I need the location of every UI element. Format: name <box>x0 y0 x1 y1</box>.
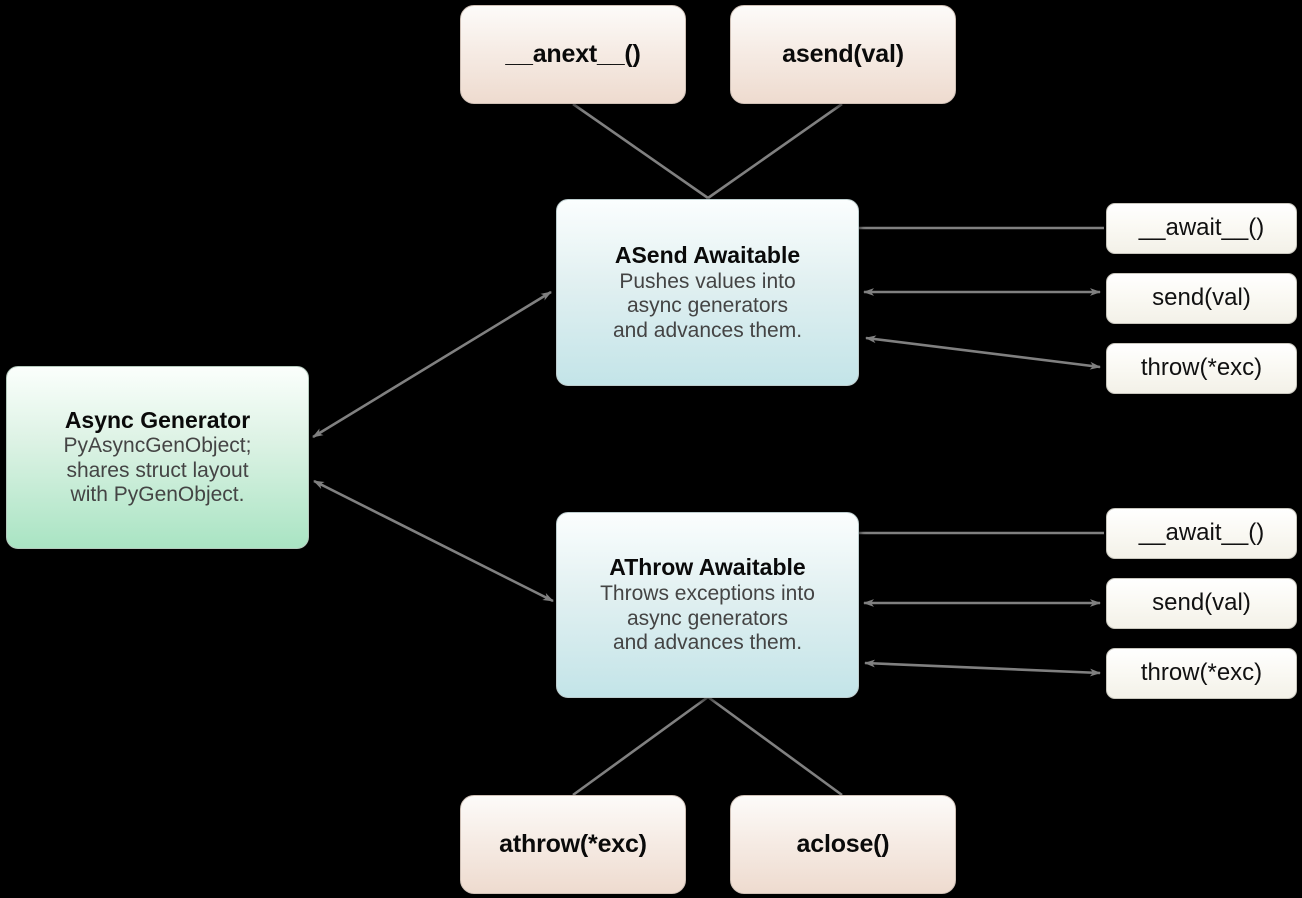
edge-athrow-throw <box>864 659 1101 677</box>
node-asend-await-slot-label: __await__() <box>1138 214 1265 242</box>
node-asend-throw-slot[interactable]: throw(*exc) <box>1106 343 1297 394</box>
node-athrow-awaitable-title: AThrow Awaitable <box>609 554 806 581</box>
node-asend-send-slot[interactable]: send(val) <box>1106 273 1297 324</box>
node-anext-method-label: __anext__() <box>505 39 641 68</box>
edge-asend-to-asend <box>707 102 843 200</box>
node-asend-awaitable-title: ASend Awaitable <box>614 241 801 268</box>
node-async-generator[interactable]: Async Generator PyAsyncGenObject; shares… <box>6 366 309 549</box>
node-asend-method-label: asend(val) <box>782 39 904 68</box>
node-athrow-method[interactable]: athrow(*exc) <box>460 795 686 894</box>
node-async-generator-desc-3: with PyGenObject. <box>70 483 245 507</box>
node-athrow-send-slot[interactable]: send(val) <box>1106 578 1297 629</box>
edge-generator-asend <box>312 290 552 439</box>
node-athrow-awaitable[interactable]: AThrow Awaitable Throws exceptions into … <box>556 512 859 698</box>
node-asend-send-slot-label: send(val) <box>1152 284 1251 312</box>
edge-athrow-to-athrow-method <box>572 695 709 797</box>
node-asend-throw-slot-label: throw(*exc) <box>1140 354 1263 382</box>
node-asend-method[interactable]: asend(val) <box>730 5 956 104</box>
node-athrow-throw-slot[interactable]: throw(*exc) <box>1106 648 1297 699</box>
node-athrow-awaitable-desc-2: async generators <box>626 606 789 630</box>
node-aclose-method-label: aclose() <box>796 829 890 858</box>
node-athrow-await-slot-label: __await__() <box>1138 519 1265 547</box>
node-athrow-awaitable-desc-3: and advances them. <box>612 631 803 655</box>
node-aclose-method[interactable]: aclose() <box>730 795 956 894</box>
edge-anext-to-asend <box>572 102 709 200</box>
node-anext-method[interactable]: __anext__() <box>460 5 686 104</box>
node-async-generator-desc-2: shares struct layout <box>66 458 249 482</box>
node-async-generator-title: Async Generator <box>64 407 251 434</box>
node-async-generator-desc-1: PyAsyncGenObject; <box>63 434 252 458</box>
edge-athrow-to-aclose-method <box>707 695 843 797</box>
node-asend-awaitable-desc-2: async generators <box>626 294 789 318</box>
node-athrow-throw-slot-label: throw(*exc) <box>1140 659 1263 687</box>
node-athrow-send-slot-label: send(val) <box>1152 589 1251 617</box>
node-athrow-method-label: athrow(*exc) <box>499 829 647 858</box>
node-athrow-awaitable-desc-1: Throws exceptions into <box>600 582 815 606</box>
edge-generator-athrow <box>313 479 554 603</box>
edge-asend-throw <box>865 335 1101 370</box>
node-asend-awaitable-desc-1: Pushes values into <box>619 269 796 293</box>
node-athrow-await-slot[interactable]: __await__() <box>1106 508 1297 559</box>
node-asend-await-slot[interactable]: __await__() <box>1106 203 1297 254</box>
node-asend-awaitable[interactable]: ASend Awaitable Pushes values into async… <box>556 199 859 386</box>
node-asend-awaitable-desc-3: and advances them. <box>612 318 803 342</box>
